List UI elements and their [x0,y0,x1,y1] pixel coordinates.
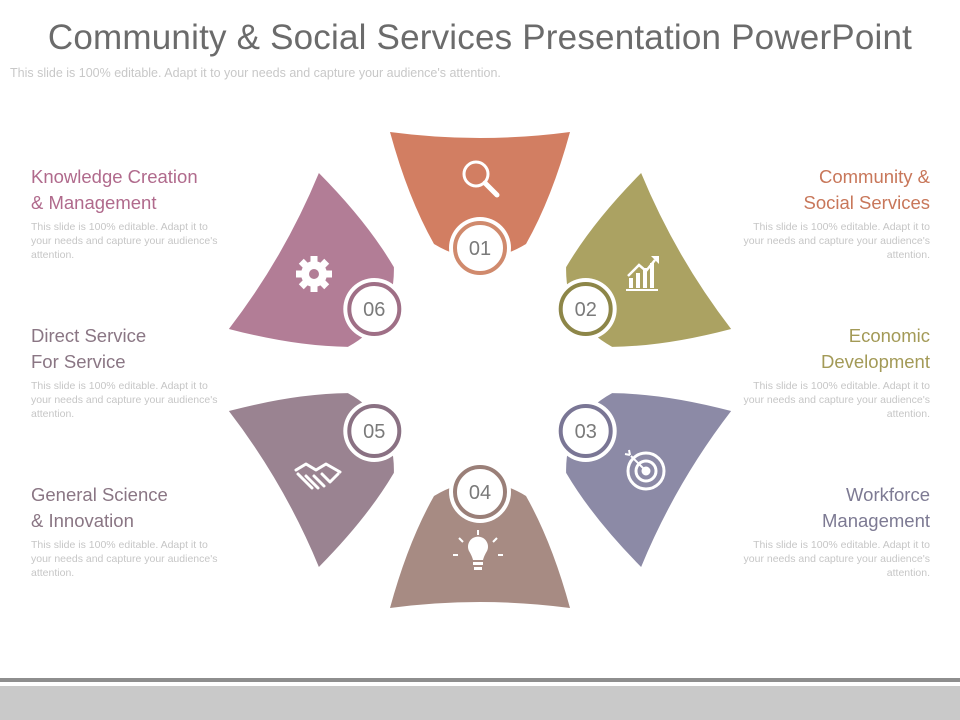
number-badge-01: 01 [449,217,511,279]
label-workforce-management: Workforce Management This slide is 100% … [730,482,930,580]
label-knowledge-creation: Knowledge Creation & Management This sli… [31,164,231,262]
label-general-science-title: General Science & Innovation [31,484,168,531]
number-badge-02: 02 [554,278,617,340]
slide-subtitle: This slide is 100% editable. Adapt it to… [10,66,501,80]
label-economic-development-title: Economic Development [820,325,930,372]
label-community-social-desc: This slide is 100% editable. Adapt it to… [743,221,930,261]
label-workforce-management-desc: This slide is 100% editable. Adapt it to… [743,539,930,579]
number-label-05: 05 [363,421,385,443]
magnifier-icon [462,160,500,198]
lightbulb-icon [453,530,503,570]
segment-06 [228,173,394,347]
number-label-06: 06 [363,299,385,321]
label-general-science: General Science & Innovation This slide … [31,482,231,580]
number-label-04: 04 [469,482,491,504]
label-community-social-title: Community & Social Services [803,166,930,213]
target-icon [624,449,666,491]
label-workforce-management-title: Workforce Management [822,484,930,531]
gear-icon [296,256,332,292]
footer-divider [0,678,960,682]
slide-title: Community & Social Services Presentation… [47,18,913,57]
number-label-03: 03 [575,421,597,443]
footer-bar [0,686,960,720]
label-general-science-desc: This slide is 100% editable. Adapt it to… [31,539,218,579]
label-knowledge-creation-title: Knowledge Creation & Management [31,166,198,213]
label-economic-development-desc: This slide is 100% editable. Adapt it to… [743,380,930,420]
number-badge-06: 06 [343,278,406,340]
label-direct-service: Direct Service For Service This slide is… [31,323,231,421]
handshake-icon [294,462,342,490]
label-economic-development: Economic Development This slide is 100% … [730,323,930,421]
segment-05 [228,393,394,567]
label-community-social: Community & Social Services This slide i… [730,164,930,262]
growth-chart-icon [626,256,659,291]
label-direct-service-desc: This slide is 100% editable. Adapt it to… [31,380,218,420]
segment-01 [390,132,570,258]
label-direct-service-title: Direct Service For Service [31,325,147,372]
number-label-01: 01 [469,238,491,260]
number-badge-05: 05 [343,400,406,462]
number-badge-04: 04 [449,461,511,523]
number-label-02: 02 [575,299,597,321]
number-badge-03: 03 [554,400,617,462]
label-knowledge-creation-desc: This slide is 100% editable. Adapt it to… [31,221,218,261]
